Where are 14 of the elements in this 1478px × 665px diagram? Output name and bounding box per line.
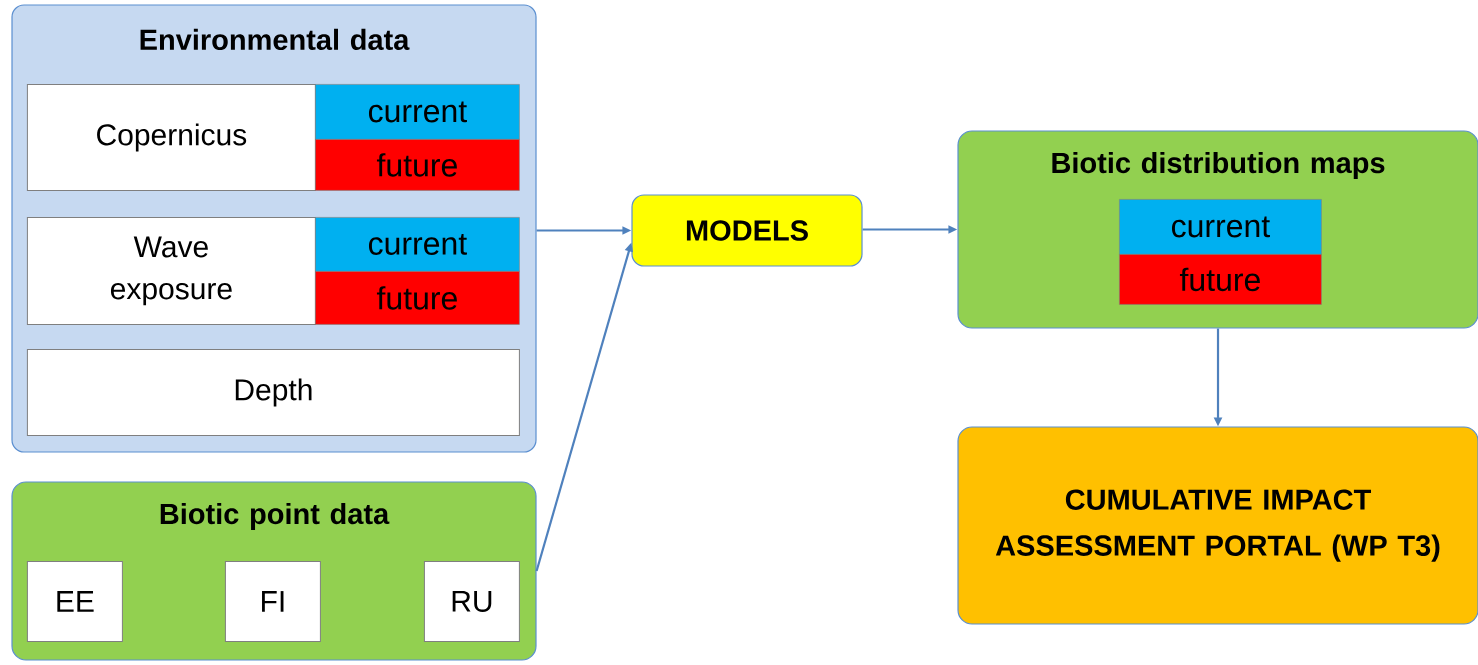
data-box: FI [224,560,321,642]
process-box: MODELS [631,194,863,267]
process-box: CUMULATIVE IMPACT ASSESSMENT PORTAL (WP T3) [957,426,1478,625]
data-box: Copernicus [26,83,316,191]
status-cell: future [1119,254,1322,305]
data-box: Depth [26,348,520,436]
status-cell: future [315,271,520,325]
status-cell: current [315,84,520,140]
data-box: RU [423,560,520,642]
data-box: Wave exposure [26,216,316,325]
status-cell: future [315,139,520,191]
status-cell: current [1119,199,1322,255]
status-cell: current [315,217,520,272]
data-box: EE [26,560,123,642]
